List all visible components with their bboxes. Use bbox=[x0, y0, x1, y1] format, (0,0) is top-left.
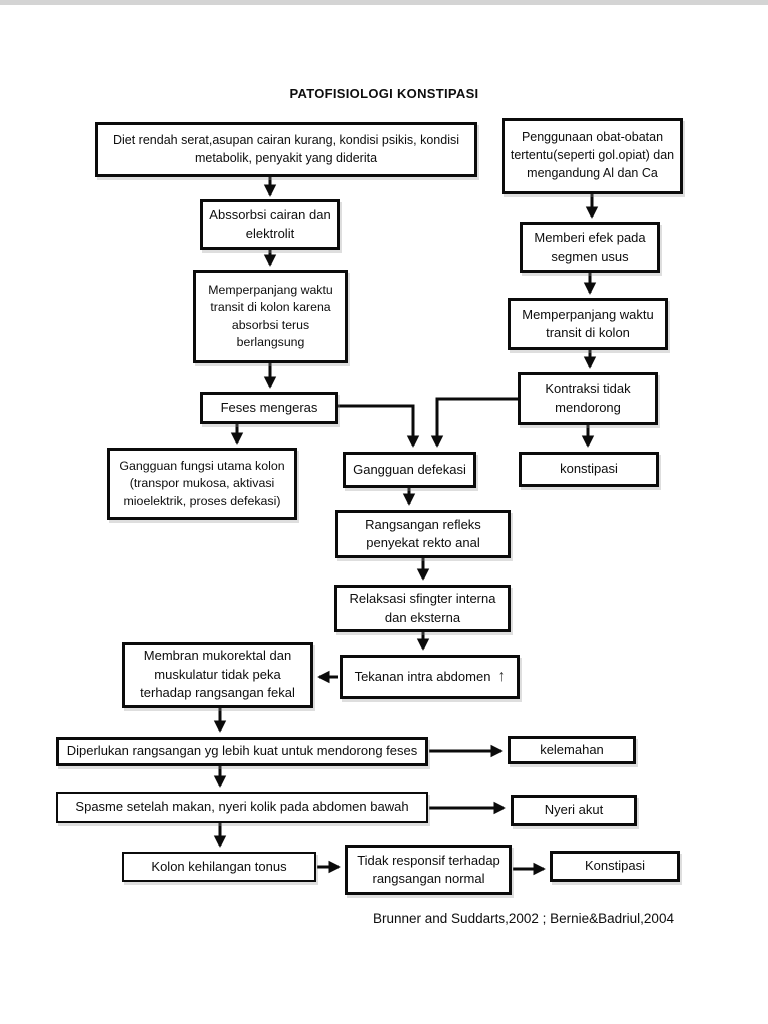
node-feses-mengeras: Feses mengeras bbox=[200, 392, 338, 424]
node-konstipasi-akhir: Konstipasi bbox=[550, 851, 680, 882]
node-tekanan-intra-abdomen: Tekanan intra abdomen ↑ bbox=[340, 655, 520, 699]
citation-text: Brunner and Suddarts,2002 ; Bernie&Badri… bbox=[373, 911, 674, 926]
node-spasme-setelah-makan: Spasme setelah makan, nyeri kolik pada a… bbox=[56, 792, 428, 823]
node-tekanan-label: Tekanan intra abdomen bbox=[354, 668, 491, 684]
node-relaksasi-sfingter: Relaksasi sfingter interna dan eksterna bbox=[334, 585, 511, 632]
node-gangguan-defekasi: Gangguan defekasi bbox=[343, 452, 476, 488]
node-penggunaan-obat: Penggunaan obat-obatan tertentu(seperti … bbox=[502, 118, 683, 194]
node-nyeri-akut: Nyeri akut bbox=[511, 795, 637, 826]
arrow-up-icon: ↑ bbox=[497, 668, 506, 685]
node-membran-mukorektal: Membran mukorektal dan muskulatur tidak … bbox=[122, 642, 313, 708]
node-diet-rendah-serat: Diet rendah serat,asupan cairan kurang, … bbox=[95, 122, 477, 177]
node-kolon-kehilangan-tonus: Kolon kehilangan tonus bbox=[122, 852, 316, 882]
node-gangguan-fungsi-kolon: Gangguan fungsi utama kolon (transpor mu… bbox=[107, 448, 297, 520]
node-kelemahan: kelemahan bbox=[508, 736, 636, 764]
page-top-edge bbox=[0, 0, 768, 5]
node-memperpanjang-waktu-kiri: Memperpanjang waktu transit di kolon kar… bbox=[193, 270, 348, 363]
node-diperlukan-rangsangan: Diperlukan rangsangan yg lebih kuat untu… bbox=[56, 737, 428, 766]
page-title: PATOFISIOLOGI KONSTIPASI bbox=[289, 86, 479, 101]
node-memberi-efek: Memberi efek pada segmen usus bbox=[520, 222, 660, 273]
node-kontraksi-tidak-mendorong: Kontraksi tidak mendorong bbox=[518, 372, 658, 425]
node-konstipasi-kiri: konstipasi bbox=[519, 452, 659, 487]
node-abssorbsi-cairan: Abssorbsi cairan dan elektrolit bbox=[200, 199, 340, 250]
node-memperpanjang-waktu-kanan: Memperpanjang waktu transit di kolon bbox=[508, 298, 668, 350]
node-tidak-responsif: Tidak responsif terhadap rangsangan norm… bbox=[345, 845, 512, 895]
node-rangsangan-refleks: Rangsangan refleks penyekat rekto anal bbox=[335, 510, 511, 558]
